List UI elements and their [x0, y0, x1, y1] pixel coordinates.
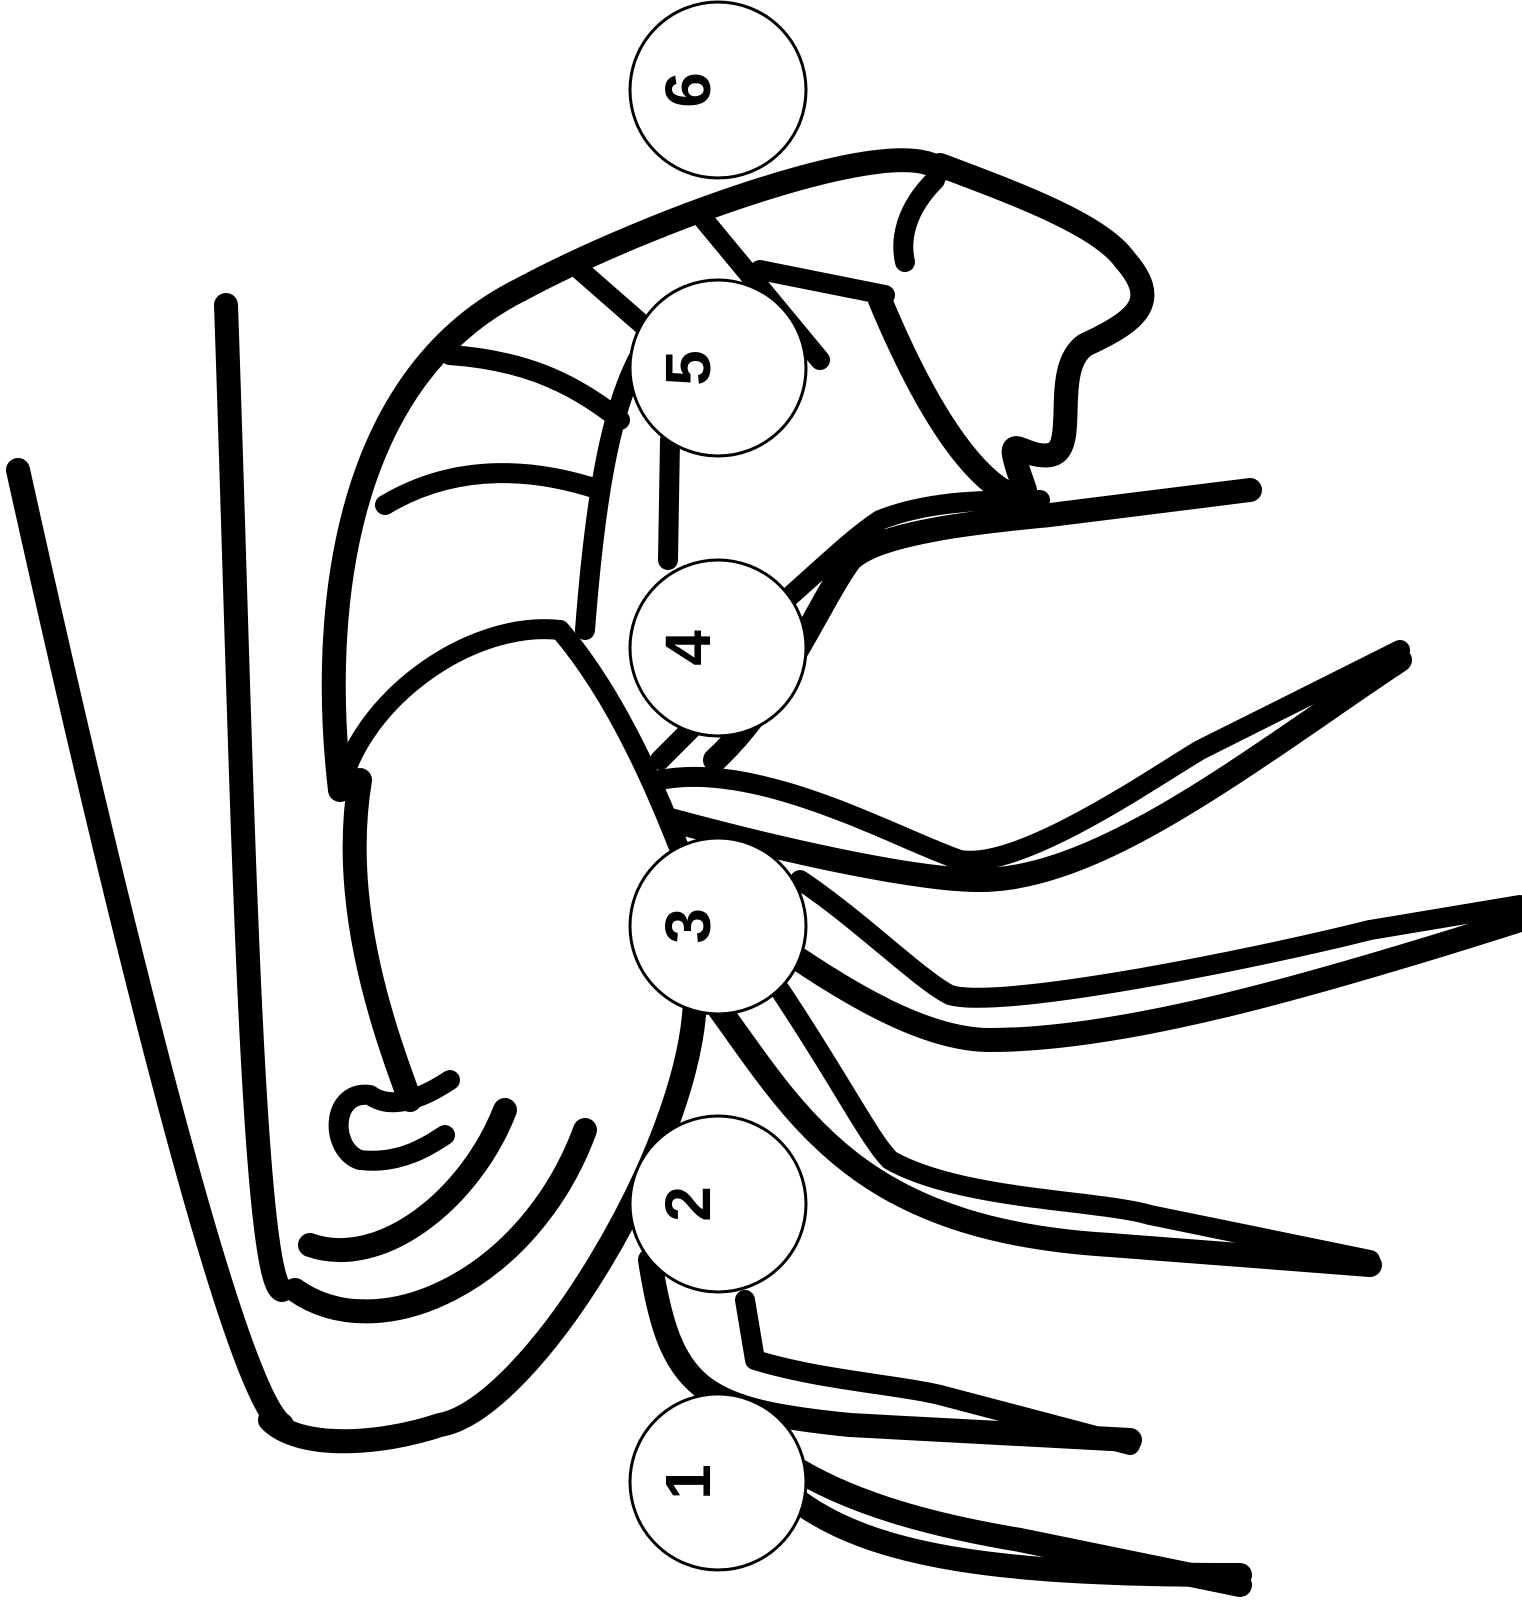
tail-fan: [940, 165, 1142, 490]
marker-3: 3: [630, 838, 806, 1014]
abdomen-rib: [668, 440, 670, 560]
marker-4-label: 4: [652, 630, 724, 666]
marker-6: 6: [630, 2, 806, 178]
marker-6-label: 6: [652, 72, 724, 108]
marker-2: 2: [630, 1116, 806, 1292]
carapace: [334, 160, 940, 790]
carapace-inner: [340, 629, 680, 850]
marker-5-label: 5: [652, 350, 724, 386]
marker-2-label: 2: [652, 1186, 724, 1222]
body-lower-curve: [355, 780, 410, 1100]
marker-1: 1: [630, 1394, 806, 1570]
marker-1-label: 1: [652, 1464, 724, 1500]
marker-5: 5: [630, 280, 806, 456]
abdomen-segment-c: [760, 270, 885, 295]
marker-4: 4: [630, 560, 806, 736]
abdomen-segment-d: [450, 355, 620, 420]
marker-3-label: 3: [652, 908, 724, 944]
abdomen-segment-e: [385, 473, 600, 505]
leg-4-upper: [800, 880, 1520, 998]
tail-notch: [903, 180, 935, 262]
antenna-middle: [226, 305, 282, 1290]
tail-segment: [880, 300, 1025, 500]
